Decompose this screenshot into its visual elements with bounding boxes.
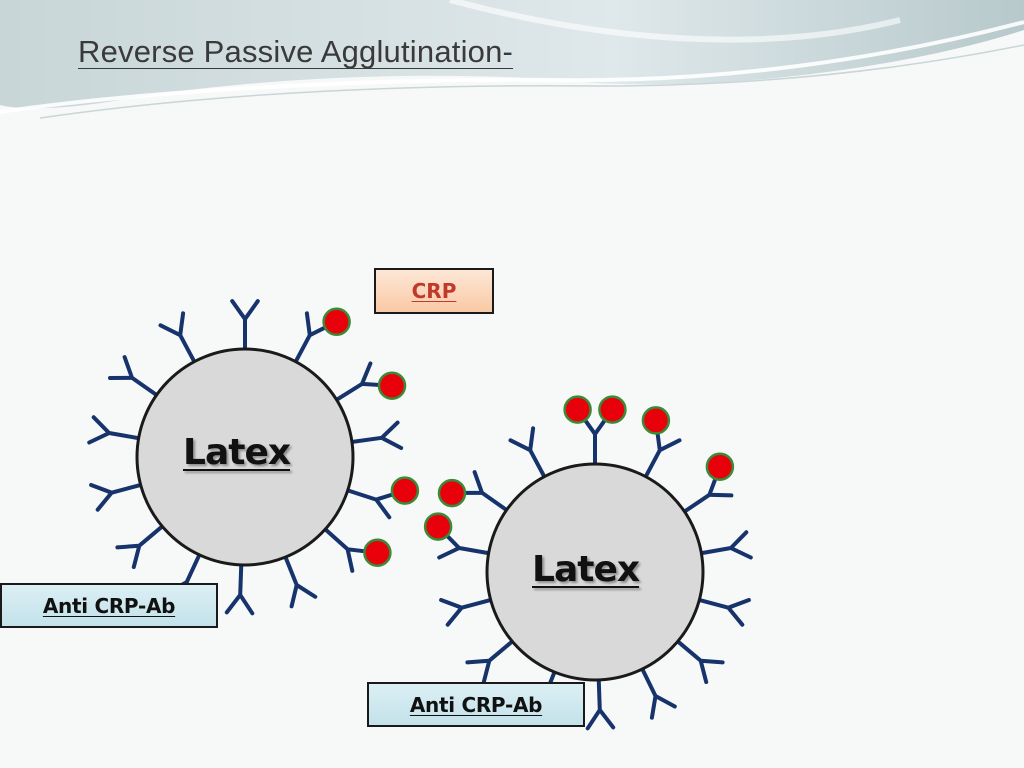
right-crp-antigen-icon — [598, 395, 627, 424]
left-antibody-icon — [291, 311, 332, 368]
header-swoosh — [0, 0, 1024, 119]
right-crp-antigen-icon — [563, 395, 592, 424]
antibody-label-box-left: Anti CRP-Ab — [0, 583, 218, 628]
left-antibody-icon — [230, 299, 260, 355]
left-antibody-icon — [346, 420, 404, 450]
right-antibody-icon — [641, 426, 682, 483]
left-antibody-icon — [89, 481, 147, 512]
right-antibody-icon — [437, 530, 495, 560]
right-antibody-icon — [439, 596, 497, 627]
right-antibody-icon — [465, 636, 518, 684]
antibody-label-box-right: Anti CRP-Ab — [367, 682, 585, 727]
latex-bead-right — [485, 462, 705, 682]
right-antibody-icon — [679, 472, 734, 516]
right-crp-antigen-icon — [705, 452, 735, 481]
left-crp-antigen-icon — [377, 371, 407, 400]
latex-bead-left — [135, 347, 355, 567]
right-antibody-icon — [672, 636, 725, 684]
right-crp-antigen-icon — [437, 478, 467, 508]
left-antibody-icon — [341, 487, 400, 520]
right-antibody-icon — [638, 663, 677, 720]
slide-title: Reverse Passive Agglutination- — [78, 34, 514, 69]
left-antibody-icon — [115, 521, 168, 569]
latex-label-left: Latex — [183, 432, 291, 473]
left-crp-antigen-icon — [363, 538, 392, 567]
left-crp-antigen-icon — [390, 476, 420, 505]
right-antibody-icon — [693, 596, 751, 627]
left-antibody-icon — [108, 355, 162, 400]
left-antibody-icon — [320, 524, 372, 573]
crp-label-box: CRP — [374, 268, 494, 314]
left-antibody-icon — [331, 361, 386, 404]
right-antibody-icon — [585, 673, 616, 731]
left-antibody-icon — [87, 415, 145, 445]
left-antibody-icon — [224, 558, 255, 616]
left-latex-antigens — [322, 307, 420, 567]
left-crp-antigen-icon — [322, 307, 351, 337]
right-antibody-icon — [458, 470, 512, 515]
left-antibody-icon — [158, 311, 199, 368]
right-latex-antigens — [423, 395, 735, 541]
right-antibody-icon — [508, 426, 549, 483]
latex-label-right: Latex — [532, 549, 640, 590]
right-crp-antigen-icon — [641, 406, 671, 435]
left-antibody-icon — [282, 551, 318, 609]
right-antibody-icon — [695, 530, 753, 560]
right-antibody-icon — [580, 414, 610, 470]
right-crp-antigen-icon — [423, 512, 453, 541]
